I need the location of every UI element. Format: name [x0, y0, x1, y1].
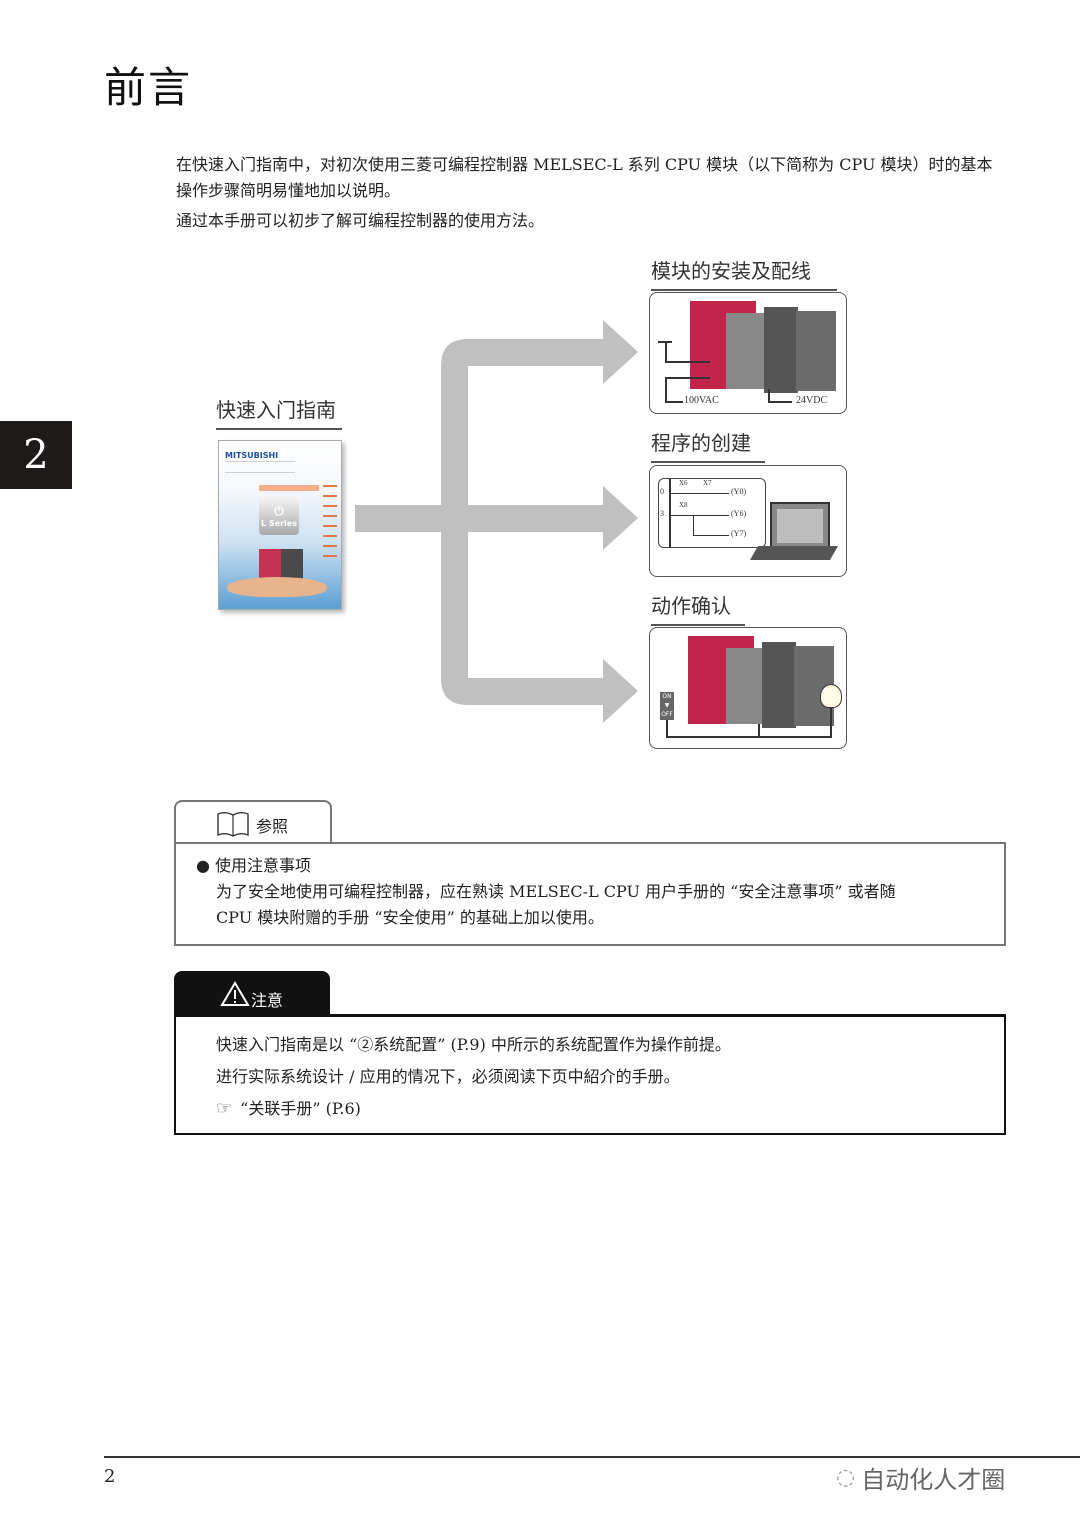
- branch-arrows-icon: [355, 320, 638, 723]
- reference-tab-label: 参照: [256, 817, 289, 836]
- reference-box: ● 使用注意事项 为了安全地使用可编程控制器，应在熟读 MELSEC-L CPU…: [174, 842, 1006, 946]
- target-2-caption: 程序的创建: [651, 429, 765, 463]
- caution-line-2: 进行实际系统设计 / 应用的情况下，必须阅读下页中紹介的手册。: [216, 1067, 680, 1086]
- hand-image: [227, 577, 327, 597]
- laptop-screen: [770, 502, 830, 550]
- chapter-tab: 2: [0, 421, 72, 489]
- power-icon: ⏻: [274, 504, 284, 518]
- source-label: 快速入门指南: [216, 396, 342, 430]
- installation-wiring-panel: 100VAC 24VDC: [649, 292, 847, 414]
- watermark: ◌ 自动化人才圈: [836, 1460, 1005, 1495]
- lamp-icon: [820, 684, 842, 708]
- l-series-badge: ⏻ L Series: [259, 497, 299, 535]
- reference-line-1: 为了安全地使用可编程控制器，应在熟读 MELSEC-L CPU 用户手册的 “安…: [216, 882, 896, 901]
- operation-check-panel: ON ▼ OFF: [649, 627, 847, 749]
- book-icon: [217, 812, 249, 837]
- caution-tab-label: 注意: [251, 991, 284, 1010]
- target-1-label: 模块的安装及配线: [651, 257, 837, 291]
- plc-image: [259, 549, 303, 579]
- series-label: L Series: [261, 519, 297, 528]
- ground-icon: [658, 341, 672, 343]
- cpu-module: [726, 648, 766, 724]
- warning-icon: [220, 981, 250, 1006]
- program-creation-panel: 0 3 X6 X7 (Y0) X8 (Y6) (Y7): [649, 465, 847, 577]
- reference-tab: 参照: [174, 800, 332, 844]
- voltage-label-dc: 24VDC: [796, 395, 828, 406]
- footer-divider: [104, 1456, 1080, 1458]
- target-3-label: 动作确认: [651, 592, 745, 626]
- wechat-icon: ◌: [836, 1465, 856, 1490]
- target-1-caption: 模块的安装及配线: [651, 257, 837, 291]
- io-module: [796, 311, 836, 391]
- target-3-caption: 动作确认: [651, 592, 745, 626]
- laptop-keyboard: [749, 546, 839, 560]
- reference-line-2: CPU 模块附赠的手册 “安全使用” 的基础上加以使用。: [216, 908, 604, 927]
- caution-link[interactable]: ☞ “关联手册” (P.6): [216, 1093, 731, 1125]
- voltage-label-ac: 100VAC: [684, 395, 719, 406]
- book-brand: MITSUBISHI: [225, 451, 279, 460]
- intro-text: 在快速入门指南中，对初次使用三菱可编程控制器 MELSEC-L 系列 CPU 模…: [176, 152, 1006, 234]
- cpu-module: [726, 313, 766, 389]
- caution-tab: 注意: [174, 971, 330, 1015]
- pointing-hand-icon: ☞: [216, 1098, 233, 1119]
- page-title: 前言: [104, 63, 193, 112]
- related-manuals-link[interactable]: “关联手册” (P.6): [240, 1099, 361, 1118]
- target-2-label: 程序的创建: [651, 429, 765, 463]
- caution-box: 快速入门指南是以 “②系统配置” (P.9) 中所示的系统配置作为操作前提。 进…: [174, 1014, 1006, 1135]
- watermark-text: 自动化人才圈: [861, 1466, 1006, 1494]
- ladder-diagram: 0 3 X6 X7 (Y0) X8 (Y6) (Y7): [658, 478, 766, 548]
- reference-heading: ● 使用注意事项: [196, 856, 312, 875]
- source-caption: 快速入门指南: [216, 396, 342, 430]
- page-number: 2: [104, 1466, 116, 1487]
- switch-icon: ON ▼ OFF: [660, 692, 674, 720]
- quick-start-guide-cover: MITSUBISHI ⏻ L Series: [218, 440, 342, 610]
- caution-line-1: 快速入门指南是以 “②系统配置” (P.9) 中所示的系统配置作为操作前提。: [216, 1035, 731, 1054]
- intro-paragraph-2: 通过本手册可以初步了解可编程控制器的使用方法。: [176, 211, 545, 230]
- intro-paragraph-1: 在快速入门指南中，对初次使用三菱可编程控制器 MELSEC-L 系列 CPU 模…: [176, 155, 993, 200]
